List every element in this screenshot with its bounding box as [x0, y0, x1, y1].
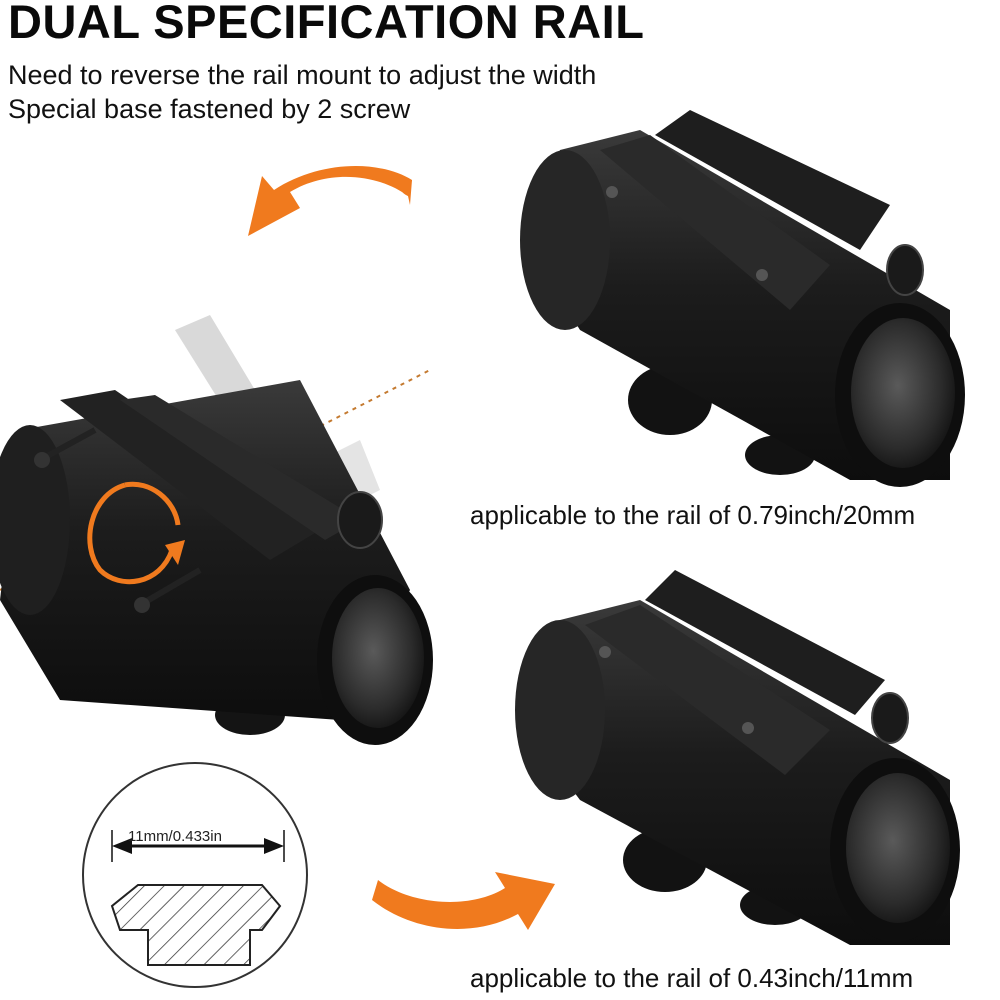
bottom-right-scope [515, 570, 960, 945]
page-title: DUAL SPECIFICATION RAIL [8, 0, 645, 48]
caption-narrow-rail: applicable to the rail of 0.43inch/11mm [470, 963, 914, 993]
dimension-label: 11mm/0.433in [128, 828, 222, 845]
rotate-arrow-icon [87, 481, 185, 585]
top-right-scope [520, 110, 965, 487]
left-scope [0, 315, 433, 745]
subtitle-line-1: Need to reverse the rail mount to adjust… [8, 60, 597, 90]
curved-arrow-icon [248, 166, 412, 236]
caption-wide-rail: applicable to the rail of 0.79inch/20mm [470, 500, 916, 530]
curved-arrow-icon [372, 872, 555, 930]
subtitle-line-2: Special base fastened by 2 screw [8, 94, 411, 124]
dovetail-profile-icon [82, 762, 308, 988]
